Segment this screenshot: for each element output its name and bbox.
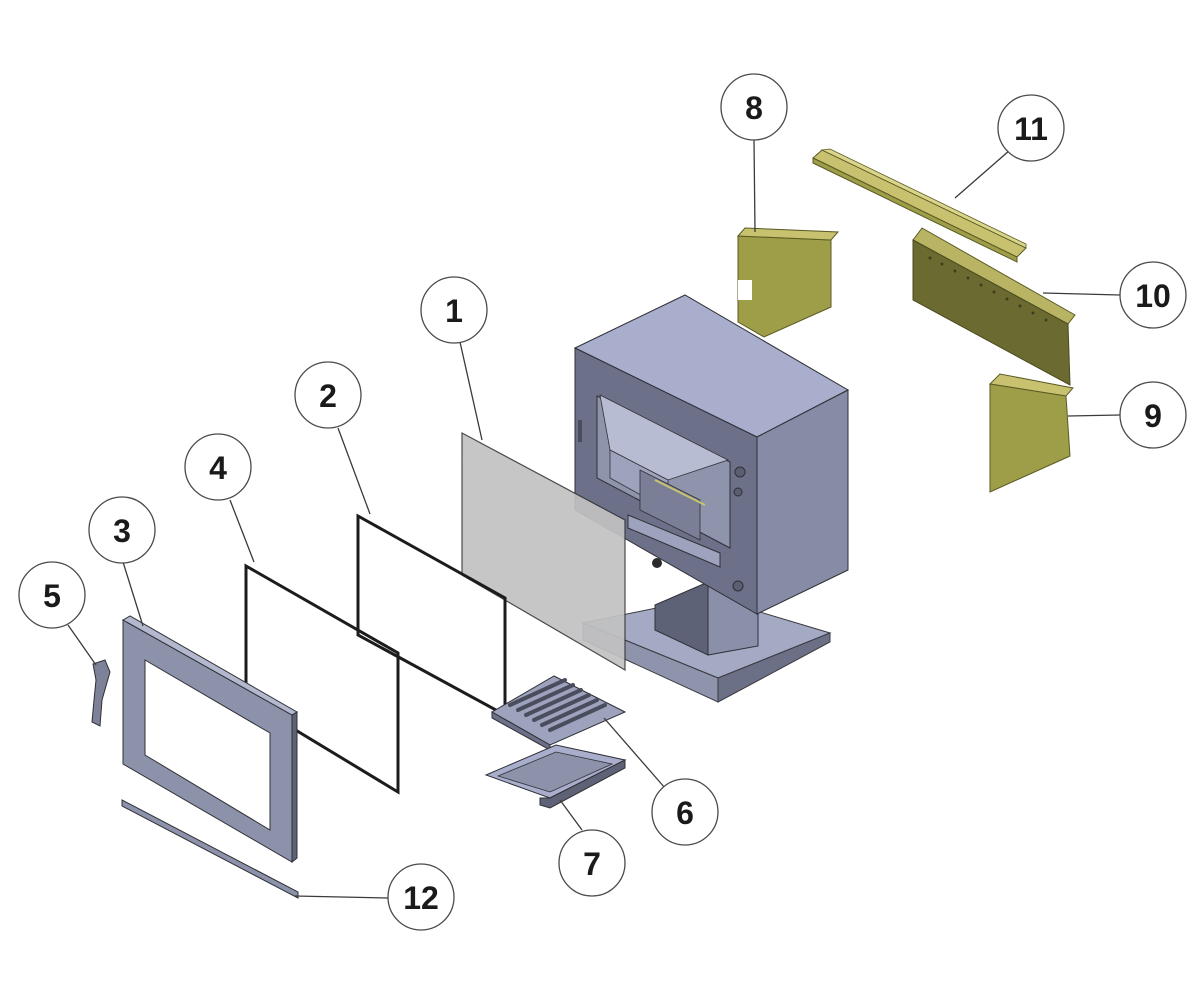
- callout-10-label: 10: [1135, 278, 1171, 314]
- part-1-glass-panel: [461, 431, 626, 672]
- part-4-door-seal: [244, 563, 400, 795]
- callout-1: 1: [420, 276, 488, 344]
- callout-6-label: 6: [676, 795, 694, 831]
- callout-11: 11: [997, 94, 1065, 162]
- callout-11-label: 11: [1014, 111, 1048, 147]
- callout-12: 12: [387, 863, 455, 931]
- callout-5-label: 5: [43, 578, 61, 614]
- callout-2: 2: [294, 361, 362, 429]
- callout-5: 5: [18, 561, 86, 629]
- stove-body: [573, 294, 850, 703]
- callout-4: 4: [184, 433, 252, 501]
- callout-2-label: 2: [319, 378, 337, 414]
- part-3-door-frame: [121, 615, 298, 864]
- callout-4-label: 4: [209, 450, 227, 486]
- callout-1-label: 1: [445, 293, 463, 329]
- callout-3-label: 3: [113, 513, 131, 549]
- callout-12-label: 12: [403, 880, 439, 916]
- callout-7-label: 7: [583, 846, 601, 882]
- part-10-back-firebrick: [912, 227, 1076, 386]
- leader-lines: [67, 139, 1121, 899]
- part-7-ash-pan: [484, 744, 627, 809]
- callout-7: 7: [558, 829, 626, 897]
- callout-10: 10: [1119, 261, 1187, 329]
- callout-3: 3: [88, 496, 156, 564]
- part-11-top-baffle: [812, 148, 1027, 263]
- callout-6: 6: [651, 778, 719, 846]
- part-9-side-firebrick: [988, 373, 1074, 493]
- callout-8: 8: [720, 73, 788, 141]
- callout-8-label: 8: [745, 90, 763, 126]
- part-12-bottom-rail: [121, 799, 299, 899]
- callout-9: 9: [1119, 381, 1187, 449]
- part-8-side-firebrick: [736, 227, 840, 338]
- callout-9-label: 9: [1144, 398, 1162, 434]
- part-6-grate: [490, 675, 627, 751]
- part-5-door-handle: [91, 659, 111, 727]
